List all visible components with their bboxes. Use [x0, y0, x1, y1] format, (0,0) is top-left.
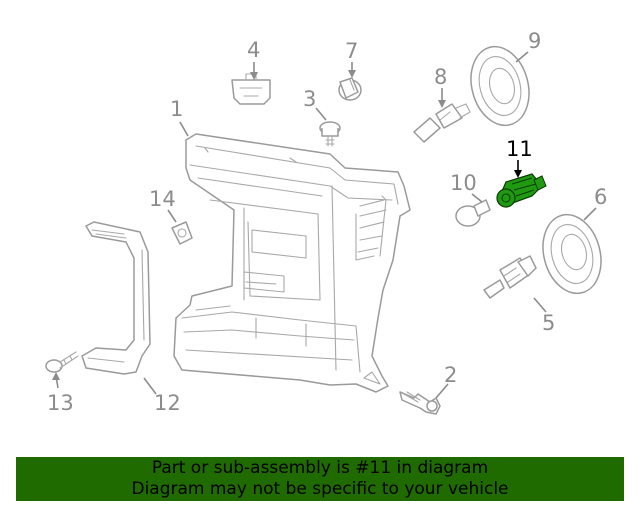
callout-6: 6 — [594, 185, 607, 209]
bulb-part-10 — [455, 199, 491, 227]
screw-part-3 — [319, 121, 341, 147]
clip-part-4 — [231, 73, 271, 105]
dust-cap-part-9 — [470, 45, 530, 127]
callout-7: 7 — [345, 39, 358, 63]
callout-2: 2 — [444, 363, 457, 387]
callout-4: 4 — [247, 38, 260, 62]
exploded-parts-diagram: 1 2 3 4 5 6 7 — [45, 29, 607, 415]
banner-line-part-number: Part or sub-assembly is #11 in diagram — [151, 458, 489, 478]
small-bulb-part-7 — [338, 77, 362, 101]
callout-13: 13 — [47, 391, 74, 415]
socket-part-11 — [496, 173, 547, 208]
callout-1: 1 — [170, 97, 183, 121]
clip-nut-part-14 — [171, 221, 193, 245]
bracket-part-12 — [81, 221, 151, 375]
screw-part-13 — [45, 351, 79, 373]
dust-cap-part-6 — [542, 213, 602, 295]
bulb-part-5 — [483, 255, 537, 299]
bolt-part-2 — [399, 391, 441, 415]
info-banner: Part or sub-assembly is #11 in diagram D… — [16, 457, 624, 501]
callout-8: 8 — [434, 65, 447, 89]
callout-10: 10 — [450, 171, 477, 195]
bulb-socket-part-8 — [413, 103, 471, 143]
callout-9: 9 — [528, 29, 541, 53]
banner-line-disclaimer: Diagram may not be specific to your vehi… — [131, 479, 509, 499]
callout-12: 12 — [154, 391, 181, 415]
callout-14: 14 — [149, 187, 176, 211]
headlamp-housing-part-1 — [173, 133, 411, 393]
callout-5: 5 — [542, 311, 555, 335]
callout-11: 11 — [506, 137, 533, 161]
callout-3: 3 — [303, 87, 316, 111]
